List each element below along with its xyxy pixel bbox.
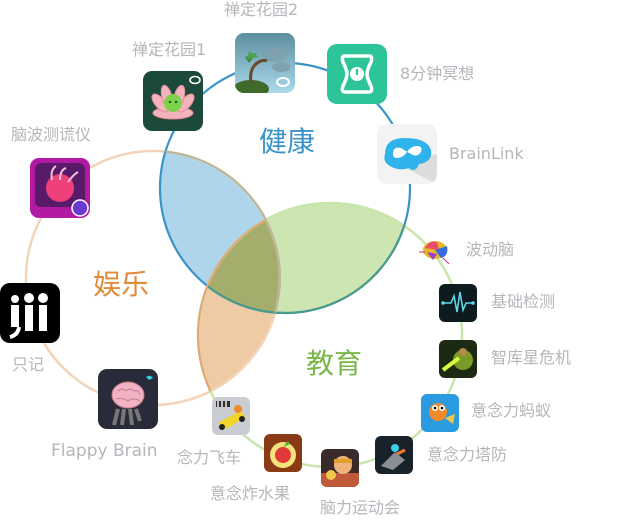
basic-test-icon[interactable] — [439, 284, 477, 322]
flappy-brain-icon[interactable] — [98, 369, 158, 429]
app-label-basic-test: 基础检测 — [491, 292, 556, 311]
category-health: 健康 — [259, 125, 316, 158]
mind-fruit-icon[interactable] — [264, 434, 302, 472]
app-label-mind-fruit: 意念炸水果 — [210, 484, 291, 503]
meditation-8min-icon[interactable] — [327, 44, 387, 104]
category-education: 教育 — [306, 347, 363, 380]
brain-sports-icon[interactable] — [321, 449, 359, 487]
app-label-lie-detector: 脑波测谎仪 — [11, 125, 92, 144]
app-label-flappy-brain: Flappy Brain — [51, 441, 158, 461]
jii-icon[interactable] — [0, 283, 60, 343]
app-label-jii: 只记 — [12, 355, 45, 374]
brainwave-icon[interactable] — [417, 234, 453, 266]
mind-ant-icon[interactable] — [421, 394, 459, 432]
app-label-brain-sports: 脑力运动会 — [320, 498, 401, 517]
app-label-mind-tower: 意念力塔防 — [427, 445, 508, 464]
app-label-brainwave: 波动脑 — [466, 240, 515, 259]
mind-tower-icon[interactable] — [375, 436, 413, 474]
app-label-mind-racing: 念力飞车 — [177, 448, 242, 467]
app-label-zen-garden-2: 禅定花园2 — [224, 0, 299, 19]
category-entertainment: 娱乐 — [93, 268, 150, 301]
brainlink-icon[interactable] — [377, 124, 437, 184]
lie-detector-icon[interactable] — [30, 158, 90, 218]
app-label-mind-ant: 意念力蚂蚁 — [471, 401, 552, 420]
zhiku-crisis-icon[interactable] — [439, 340, 477, 378]
app-label-zhiku-crisis: 智库星危机 — [491, 348, 572, 367]
zen-garden-2-icon[interactable] — [235, 33, 295, 93]
app-label-brainlink: BrainLink — [449, 144, 524, 163]
mind-racing-icon[interactable] — [212, 397, 250, 435]
app-label-zen-garden-1: 禅定花园1 — [132, 40, 207, 59]
app-label-meditation-8min: 8分钟冥想 — [400, 64, 475, 83]
zen-garden-1-icon[interactable] — [143, 71, 203, 131]
